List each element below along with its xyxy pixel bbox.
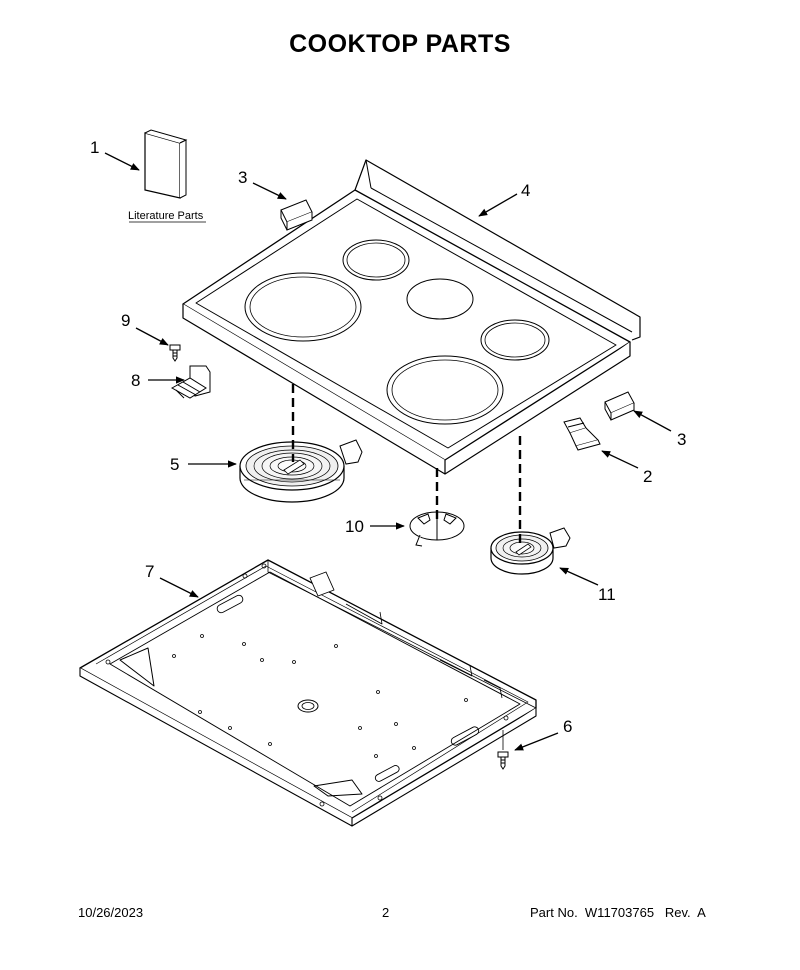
large-surface-element: [239, 439, 363, 503]
callout-arrows: [104, 152, 672, 751]
arrow-4: [478, 193, 518, 217]
burner-box-tray: [79, 559, 537, 827]
sensor-plate: [409, 511, 465, 547]
cooktop-glass: [182, 159, 641, 475]
callout-6: 6: [563, 717, 572, 736]
callout-8: 8: [131, 371, 140, 390]
literature-parts-label: Literature Parts: [128, 210, 204, 222]
callout-11: 11: [598, 585, 616, 604]
arrow-6: [514, 732, 559, 751]
bracket-right: [604, 391, 635, 421]
callout-5: 5: [170, 455, 179, 474]
arrow-3-right: [633, 410, 672, 432]
footer-part-number: Part No. W11703765 Rev. A: [530, 905, 706, 920]
small-surface-element: [490, 527, 571, 575]
callout-10: 10: [345, 517, 364, 536]
bracket-left: [280, 199, 313, 231]
callout-2: 2: [643, 467, 652, 486]
arrow-11: [559, 567, 599, 586]
arrow-2: [601, 450, 639, 469]
callout-9: 9: [121, 311, 130, 330]
arrow-7: [159, 577, 199, 598]
literature-parts: [129, 129, 206, 223]
assembly-centerlines: [291, 384, 522, 545]
screw-part: [169, 344, 181, 362]
callout-4: 4: [521, 181, 530, 200]
callout-3-left: 3: [238, 168, 247, 187]
arrow-9: [135, 327, 169, 346]
terminal-block: [170, 365, 211, 399]
footer-page-number: 2: [382, 905, 390, 920]
page-title: COOKTOP PARTS: [289, 30, 511, 58]
callout-1: 1: [90, 138, 99, 157]
footer-date: 10/26/2023: [78, 905, 144, 920]
callout-7: 7: [145, 562, 154, 581]
tray-screw: [497, 730, 509, 770]
arrow-1: [104, 152, 140, 171]
callout-3-right: 3: [677, 430, 686, 449]
clip-part: [563, 417, 601, 451]
arrow-3-left: [252, 182, 287, 200]
